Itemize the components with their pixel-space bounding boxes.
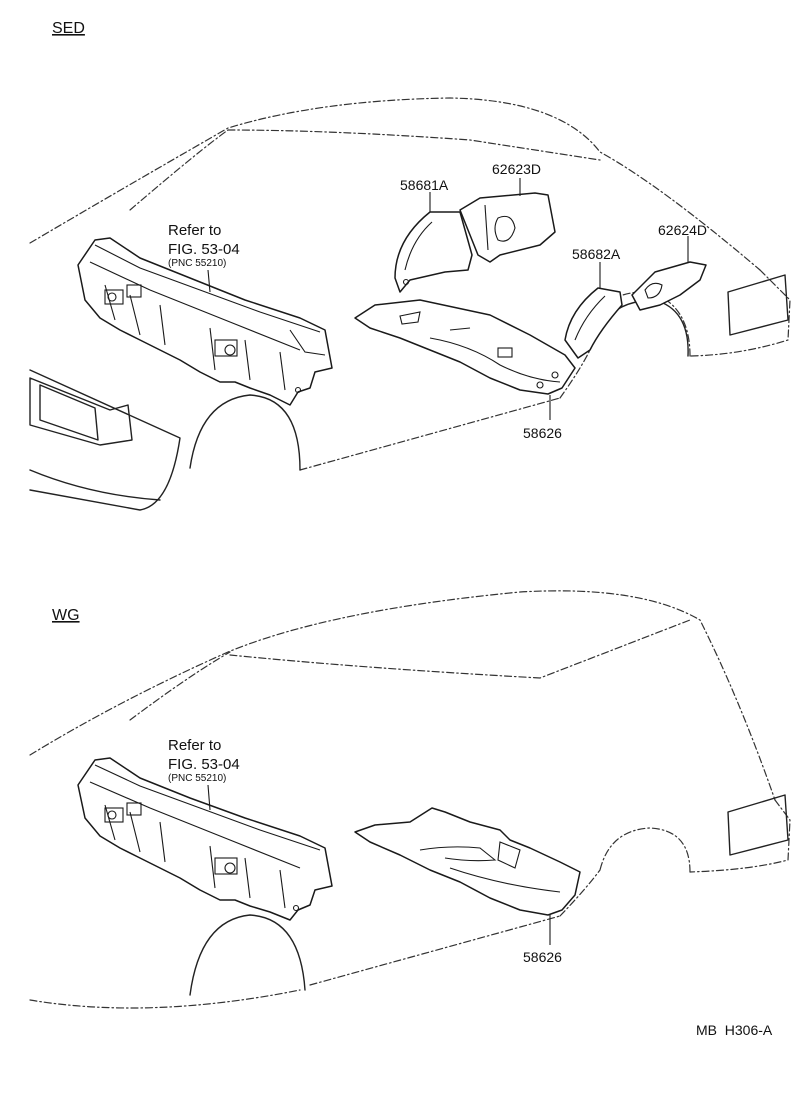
sed-part-58682a — [564, 287, 623, 359]
sed-front-fender — [29, 369, 301, 511]
sed-dash-panel — [77, 237, 333, 406]
sed-floor-silencer-58626 — [354, 299, 576, 395]
sed-label-58682a: 58682A — [572, 246, 621, 262]
sed-part-62624d — [631, 261, 707, 311]
wg-refer-to: Refer to — [168, 737, 221, 754]
section-label-sed: SED — [52, 20, 85, 37]
sed-label-58681a: 58681A — [400, 177, 449, 193]
sed-refer-to: Refer to — [168, 222, 221, 239]
wg-floor-silencer-58626 — [354, 807, 581, 916]
sed-part-62623d — [459, 192, 556, 263]
diagram-code: MB H306-A — [696, 1022, 773, 1038]
wg-refer-fig: FIG. 53-04 — [168, 756, 240, 773]
section-label-wg: WG — [52, 607, 80, 624]
sed-label-58626: 58626 — [523, 425, 562, 441]
sed-refer-fig: FIG. 53-04 — [168, 241, 240, 258]
wg-front-wheel-arch — [189, 794, 789, 996]
wg-label-58626: 58626 — [523, 949, 562, 965]
sed-label-62624d: 62624D — [658, 222, 707, 238]
sed-refer-pnc: (PNC 55210) — [168, 258, 226, 269]
wg-refer-pnc: (PNC 55210) — [168, 773, 226, 784]
wg-dash-panel — [77, 757, 333, 921]
sed-label-62623d: 62623D — [492, 161, 541, 177]
sed-part-58681a — [394, 211, 473, 293]
sed-car-body-outline — [29, 97, 791, 471]
wg-car-body-outline — [29, 590, 791, 1009]
